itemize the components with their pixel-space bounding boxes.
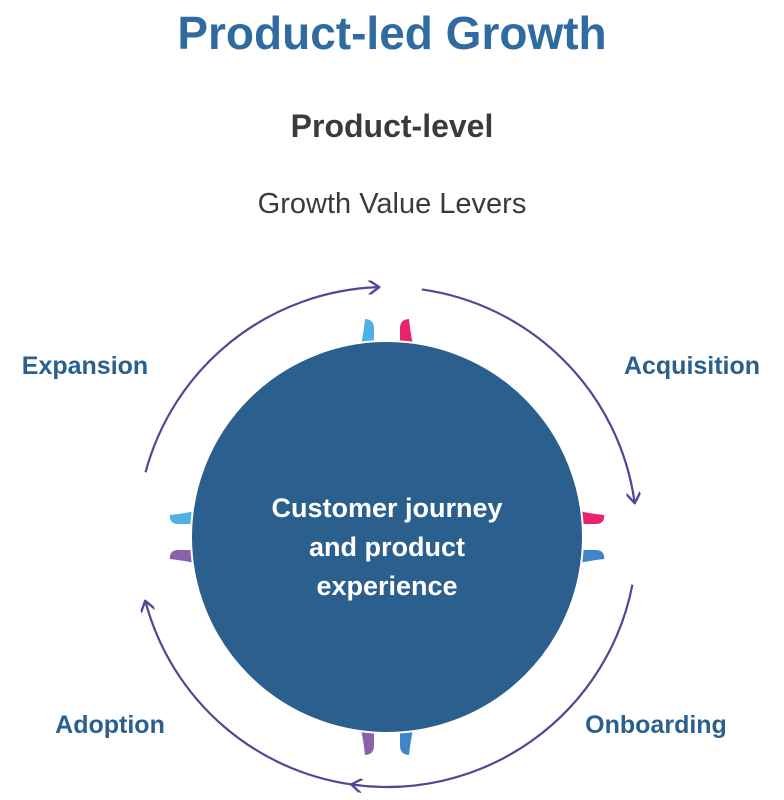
stage-label-adoption: Adoption — [55, 711, 165, 739]
cycle-arrow-icon — [352, 584, 634, 787]
center-text-line-3: experience — [316, 571, 457, 601]
center-circle — [190, 340, 584, 734]
stage-label-acquisition: Acquisition — [624, 352, 760, 380]
center-text-line-1: Customer journey — [271, 493, 502, 523]
cycle-arrow-icon — [144, 287, 379, 473]
diagram-caption: Growth Value Levers — [257, 188, 527, 220]
page-subtitle: Product-level — [290, 108, 494, 144]
stage-label-onboarding: Onboarding — [585, 711, 727, 739]
stage-label-expansion: Expansion — [22, 352, 148, 380]
page-title: Product-led Growth — [177, 7, 607, 59]
center-text-line-2: and product — [309, 532, 465, 562]
cycle-arrow-icon — [146, 602, 361, 787]
cycle-arrow-icon — [421, 288, 635, 502]
